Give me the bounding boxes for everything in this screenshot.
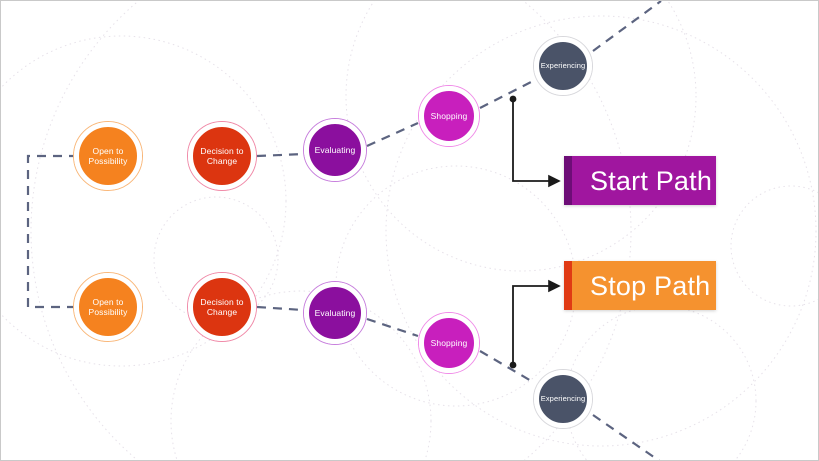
node-label: Experiencing (540, 61, 586, 71)
node-experiencing-bottom[interactable]: Experiencing (533, 369, 593, 429)
node-disc: Open to Possibility (74, 122, 142, 190)
node-label: Decision to Change (200, 145, 244, 167)
node-disc: Shopping (419, 86, 479, 146)
node-evaluating-bottom[interactable]: Evaluating (303, 281, 367, 345)
node-label: Evaluating (314, 144, 356, 155)
node-decision-to-change-top[interactable]: Decision to Change (187, 121, 257, 191)
node-disc: Evaluating (304, 282, 366, 344)
callout-accent-stripe (564, 156, 572, 205)
node-shopping-bottom[interactable]: Shopping (418, 312, 480, 374)
node-disc: Experiencing (534, 37, 592, 95)
node-disc: Shopping (419, 313, 479, 373)
callout-start-path[interactable]: Start Path (564, 156, 716, 205)
node-disc: Decision to Change (188, 122, 256, 190)
node-disc: Evaluating (304, 119, 366, 181)
node-open-to-possibility-bottom[interactable]: Open to Possibility (73, 272, 143, 342)
node-evaluating-top[interactable]: Evaluating (303, 118, 367, 182)
node-label: Decision to Change (200, 296, 244, 318)
node-experiencing-top[interactable]: Experiencing (533, 36, 593, 96)
node-label: Shopping (430, 337, 468, 348)
node-label: Evaluating (314, 307, 356, 318)
node-label: Open to Possibility (88, 145, 128, 167)
node-decision-to-change-bottom[interactable]: Decision to Change (187, 272, 257, 342)
callout-label: Stop Path (590, 270, 711, 301)
callout-stop-path[interactable]: Stop Path (564, 261, 716, 310)
callout-accent-stripe (564, 261, 572, 310)
node-disc: Experiencing (534, 370, 592, 428)
node-disc: Open to Possibility (74, 273, 142, 341)
node-label: Experiencing (540, 394, 586, 404)
node-open-to-possibility-top[interactable]: Open to Possibility (73, 121, 143, 191)
node-disc: Decision to Change (188, 273, 256, 341)
node-label: Shopping (430, 110, 468, 121)
node-label: Open to Possibility (88, 296, 128, 318)
node-shopping-top[interactable]: Shopping (418, 85, 480, 147)
callout-label: Start Path (590, 165, 713, 196)
